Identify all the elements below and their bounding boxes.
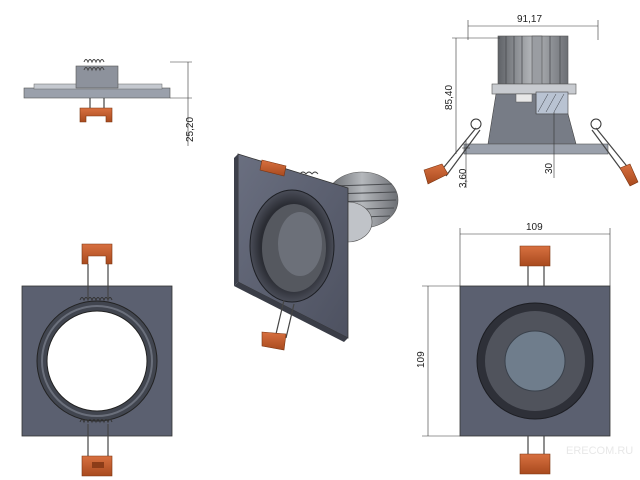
front-view: 109 109 xyxy=(416,222,611,475)
spring-clip-bottom xyxy=(519,453,551,475)
dim-top-height: 85,40 xyxy=(444,85,455,110)
side-view: 25,20 xyxy=(23,59,196,146)
isometric-view xyxy=(234,153,399,351)
dim-top-width: 91,17 xyxy=(517,14,542,25)
spring-arm-left xyxy=(423,118,482,185)
spring-clip-bottom xyxy=(261,331,287,351)
spring-clip-top xyxy=(259,159,287,177)
lens xyxy=(504,330,566,392)
dim-front-height: 109 xyxy=(416,351,427,368)
watermark: ERECOM.RU xyxy=(566,445,633,457)
spring-clip-top xyxy=(81,243,113,265)
spring-coil xyxy=(83,59,105,72)
dim-front-width: 109 xyxy=(526,222,543,233)
dim-side-height: 25,20 xyxy=(185,117,196,142)
section-view: 91,17 85,40 3,60 30 xyxy=(423,14,639,188)
dim-flange: 3,60 xyxy=(458,168,469,188)
spring-arm-right xyxy=(590,118,639,187)
spring-clip xyxy=(79,107,113,123)
back-view xyxy=(21,243,173,477)
spring-clip-top xyxy=(519,245,551,267)
dim-inner: 30 xyxy=(544,162,555,174)
